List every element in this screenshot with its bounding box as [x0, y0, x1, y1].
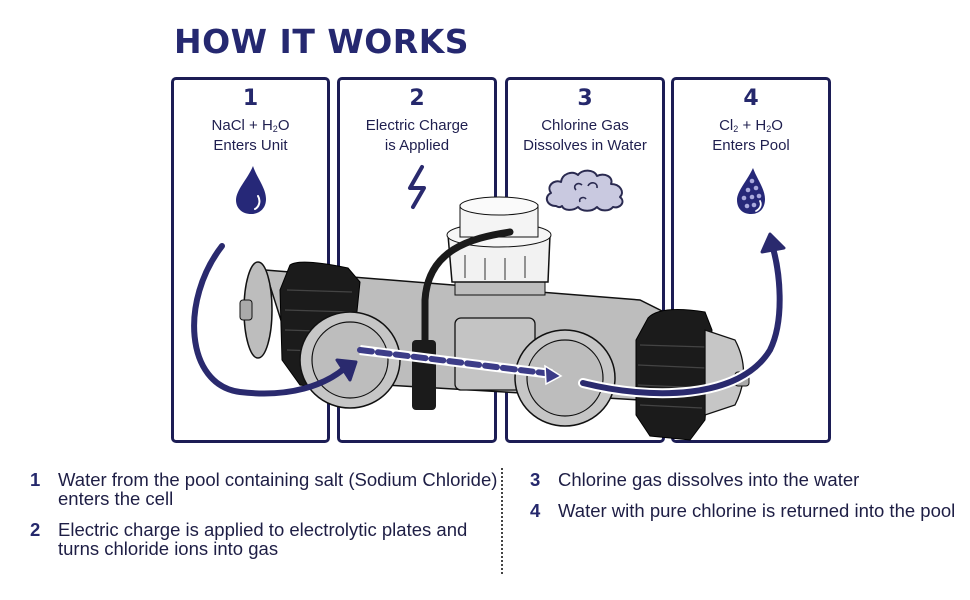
step-text: Water from the pool containing salt (Sod… [58, 469, 498, 509]
caption-text: O [771, 117, 783, 134]
step-panel-3: 3 Chlorine Gas Dissolves in Water [505, 77, 665, 443]
caption-text: Enters Unit [213, 137, 288, 154]
water-drop-icon [235, 166, 266, 214]
caption-text: NaCl + H [211, 117, 273, 134]
caption-text: Dissolves in Water [523, 137, 647, 154]
panel-number: 1 [242, 86, 259, 111]
lightning-bolt-icon [408, 165, 426, 209]
panel-caption: Chlorine Gas Dissolves in Water [508, 116, 662, 156]
caption-text: Electric Charge [365, 117, 469, 134]
panel-caption: Electric Charge is Applied [340, 116, 494, 156]
page-title: HOW IT WORKS [174, 22, 470, 61]
panel-caption: NaCl + H2O Enters Unit [174, 116, 327, 156]
bubbly-drop-icon [737, 168, 765, 214]
caption-text: O [277, 117, 290, 134]
step-item-4: 4 Water with pure chlorine is returned i… [530, 501, 960, 520]
step-panel-4: 4 Cl2 + H2O Enters Pool [671, 77, 831, 443]
steps-list-right: 3 Chlorine gas dissolves into the water … [530, 470, 960, 532]
caption-text: + H [738, 117, 767, 134]
step-number: 1 [30, 469, 41, 490]
subscript: 2 [766, 124, 772, 134]
panel-caption: Cl2 + H2O Enters Pool [674, 116, 828, 156]
step-item-1: 1 Water from the pool containing salt (S… [30, 470, 500, 508]
caption-text: Enters Pool [712, 137, 790, 154]
cloud-icon [545, 169, 624, 212]
step-number: 4 [530, 500, 541, 521]
panel-number: 3 [577, 86, 593, 111]
step-number: 3 [530, 469, 541, 490]
step-number: 2 [30, 519, 41, 540]
step-text: Electric charge is applied to electrolyt… [58, 519, 468, 559]
panel-number: 2 [409, 86, 425, 111]
panel-number: 4 [743, 86, 759, 111]
step-text: Chlorine gas dissolves into the water [558, 469, 860, 490]
step-item-2: 2 Electric charge is applied to electrol… [30, 520, 500, 558]
subscript: 2 [272, 124, 278, 134]
caption-text: Cl [719, 117, 734, 134]
step-panel-1: 1 NaCl + H2O Enters Unit [171, 77, 330, 443]
caption-text: Chlorine Gas [541, 117, 629, 134]
step-panel-2: 2 Electric Charge is Applied [337, 77, 497, 443]
subscript: 2 [733, 124, 739, 134]
steps-list-left: 1 Water from the pool containing salt (S… [30, 470, 500, 570]
column-divider [501, 468, 503, 574]
step-item-3: 3 Chlorine gas dissolves into the water [530, 470, 960, 489]
step-text: Water with pure chlorine is returned int… [558, 500, 956, 521]
caption-text: is Applied [384, 137, 450, 154]
